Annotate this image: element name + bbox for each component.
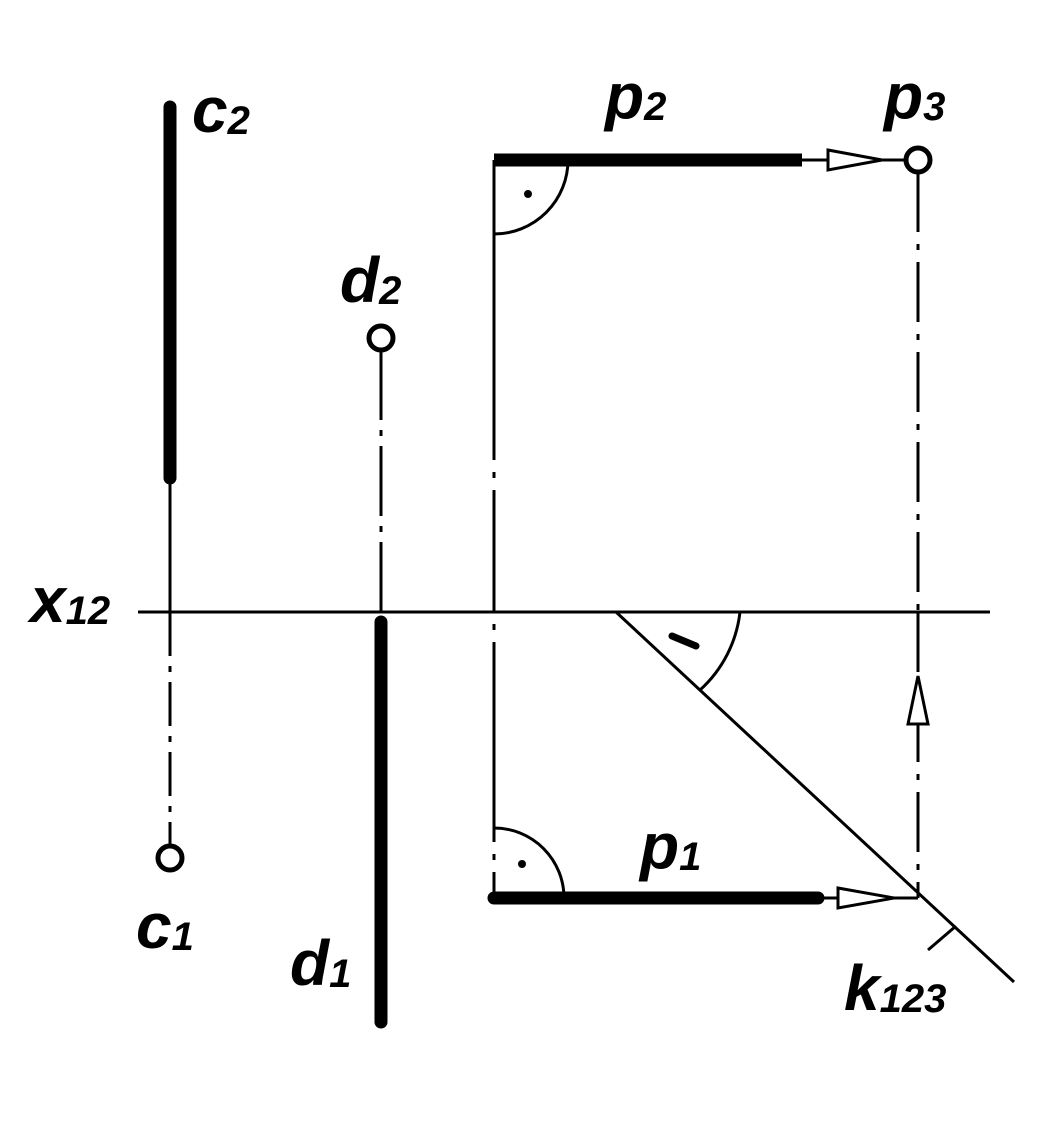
label-d2: d2 (340, 244, 401, 316)
p3-point (903, 145, 933, 175)
label-x12: x12 (27, 564, 110, 636)
p1-right-angle-dot (518, 860, 526, 868)
k123-constant-line (614, 610, 1016, 984)
label-k123: k123 (844, 952, 946, 1024)
k-up-arrowhead (906, 675, 930, 726)
label-c2: c2 (192, 74, 250, 146)
k123-tick (927, 924, 957, 952)
p1-right-angle-arc (493, 826, 566, 899)
label-p2: p2 (603, 60, 666, 132)
label-p1: p1 (638, 810, 701, 882)
p2-right-angle-dot (524, 190, 532, 198)
p2-arrowhead (826, 148, 883, 172)
p2-right-angle-arc (493, 159, 570, 236)
label-d1: d1 (290, 927, 351, 999)
d2-point (366, 323, 396, 353)
c1-point (155, 843, 185, 873)
k123-angle-arc (698, 611, 742, 692)
p1-arrowhead (836, 886, 895, 910)
label-p3: p3 (882, 60, 945, 132)
label-c1: c1 (136, 890, 194, 962)
k123-angle-tick (668, 632, 700, 650)
